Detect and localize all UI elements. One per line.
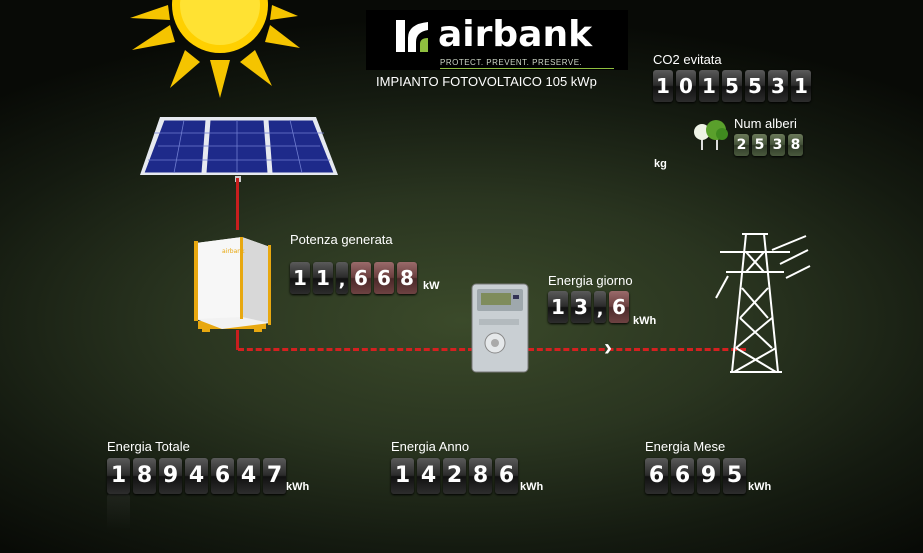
energy-meter-icon bbox=[471, 283, 529, 373]
co2-digit: 5 bbox=[745, 70, 765, 102]
month-energy-digit: 5 bbox=[723, 458, 746, 494]
total-energy-unit: kWh bbox=[286, 481, 310, 493]
trees-digit: 2 bbox=[734, 134, 749, 156]
wire-inverter-meter bbox=[238, 348, 474, 351]
total-energy-digit: 9 bbox=[159, 458, 182, 494]
svg-text:airbank: airbank bbox=[222, 248, 245, 255]
month-energy-counter: 6 6 9 5 bbox=[645, 458, 746, 494]
total-energy-counter: 1 8 9 4 6 4 7 bbox=[107, 458, 286, 530]
co2-digit: 1 bbox=[791, 70, 811, 102]
day-energy-decimal-digit: 6 bbox=[609, 291, 629, 323]
total-energy-digit: 7 bbox=[263, 458, 286, 494]
power-decimal-digit: 6 bbox=[374, 262, 394, 294]
total-energy-digit: 8 bbox=[133, 458, 156, 494]
power-label: Potenza generata bbox=[290, 232, 393, 247]
co2-digit: 1 bbox=[699, 70, 719, 102]
year-energy-digit: 1 bbox=[391, 458, 414, 494]
brand-name: airbank bbox=[438, 14, 593, 55]
power-separator: , bbox=[336, 262, 348, 294]
wire-inverter-down bbox=[236, 330, 239, 350]
month-energy-digit: 6 bbox=[645, 458, 668, 494]
power-unit: kW bbox=[423, 280, 440, 292]
day-energy-counter: 1 3 , 6 bbox=[548, 291, 629, 323]
power-digit: 1 bbox=[313, 262, 333, 294]
day-energy-label: Energia giorno bbox=[548, 273, 633, 288]
month-energy-label: Energia Mese bbox=[645, 439, 726, 454]
solar-panel-icon bbox=[140, 117, 338, 175]
trees-counter: 2 5 3 8 bbox=[734, 134, 803, 156]
logo-icon bbox=[396, 20, 428, 52]
co2-digit: 5 bbox=[722, 70, 742, 102]
wire-panel-inverter bbox=[236, 178, 239, 230]
plant-title: IMPIANTO FOTOVOLTAICO 105 kWp bbox=[376, 74, 597, 89]
flow-arrow-icon: › bbox=[604, 334, 612, 361]
year-energy-counter: 1 4 2 8 6 bbox=[391, 458, 518, 494]
total-energy-label: Energia Totale bbox=[107, 439, 190, 454]
co2-counter: 1 0 1 5 5 3 1 bbox=[653, 70, 811, 102]
power-decimal-digit: 8 bbox=[397, 262, 417, 294]
month-energy-unit: kWh bbox=[748, 481, 772, 493]
power-pylon-icon bbox=[715, 233, 811, 373]
day-energy-digit: 1 bbox=[548, 291, 568, 323]
month-energy-digit: 6 bbox=[671, 458, 694, 494]
co2-unit: kg bbox=[654, 158, 667, 170]
total-energy-digit: 4 bbox=[237, 458, 260, 494]
year-energy-digit: 4 bbox=[417, 458, 440, 494]
power-counter: 1 1 , 6 6 8 bbox=[290, 262, 417, 294]
brand-tagline: PROTECT. PREVENT. PRESERVE. bbox=[440, 58, 583, 67]
year-energy-label: Energia Anno bbox=[391, 439, 470, 454]
year-energy-unit: kWh bbox=[520, 481, 544, 493]
co2-digit: 1 bbox=[653, 70, 673, 102]
wire-meter-grid bbox=[528, 348, 746, 351]
year-energy-digit: 6 bbox=[495, 458, 518, 494]
month-energy-digit: 9 bbox=[697, 458, 720, 494]
co2-digit: 0 bbox=[676, 70, 696, 102]
inverter-icon: airbank bbox=[194, 237, 271, 332]
total-energy-digit: 1 bbox=[107, 458, 130, 530]
sun-icon bbox=[130, 0, 300, 98]
trees-icon bbox=[694, 120, 728, 150]
day-energy-unit: kWh bbox=[633, 315, 657, 327]
total-energy-digit: 6 bbox=[211, 458, 234, 494]
trees-label: Num alberi bbox=[734, 116, 797, 131]
year-energy-digit: 8 bbox=[469, 458, 492, 494]
year-energy-digit: 2 bbox=[443, 458, 466, 494]
day-energy-digit: 3 bbox=[571, 291, 591, 323]
trees-digit: 3 bbox=[770, 134, 785, 156]
power-digit: 1 bbox=[290, 262, 310, 294]
trees-digit: 8 bbox=[788, 134, 803, 156]
day-energy-separator: , bbox=[594, 291, 606, 323]
total-energy-digit: 4 bbox=[185, 458, 208, 494]
power-decimal-digit: 6 bbox=[351, 262, 371, 294]
trees-digit: 5 bbox=[752, 134, 767, 156]
co2-digit: 3 bbox=[768, 70, 788, 102]
brand-underline bbox=[440, 68, 614, 69]
co2-label: CO2 evitata bbox=[653, 52, 722, 67]
